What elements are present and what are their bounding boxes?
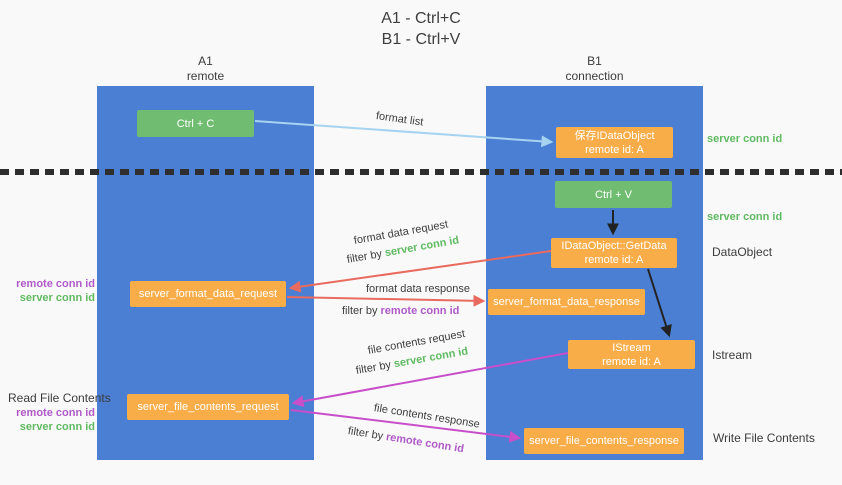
node-server-file-contents-request: server_file_contents_request (127, 394, 289, 420)
side-label-dataobject: DataObject (712, 245, 773, 259)
diagram-title: A1 - Ctrl+C B1 - Ctrl+V (0, 8, 842, 50)
node-ctrl-v-label: Ctrl + V (595, 188, 632, 201)
title-line-1: A1 - Ctrl+C (381, 10, 461, 27)
filter-by-text: filter by (347, 425, 387, 443)
left-label-file-server-conn-id: server conn id (19, 421, 95, 433)
side-label-istream: Istream (712, 348, 753, 362)
column-b1-id: B1 (587, 54, 602, 68)
title-line-2: B1 - Ctrl+V (381, 31, 461, 48)
node-save-dataobject-subtitle: remote id: A (585, 143, 644, 156)
node-istream-title: IStream (612, 341, 651, 354)
side-label-write-file-contents: Write File Contents (713, 431, 815, 445)
left-label-group-format: remote conn id server conn id (0, 277, 95, 305)
column-a1-id: A1 (198, 54, 213, 68)
left-label-format-server-conn-id: server conn id (19, 292, 95, 304)
node-getdata-subtitle: remote id: A (584, 254, 644, 266)
dashed-divider (0, 169, 842, 175)
filter-by-text: filter by (342, 305, 381, 317)
edge-label-format-data-response-filter: filter by remote conn id (342, 305, 459, 317)
filter-by-text: filter by (354, 358, 395, 377)
column-header-b1: B1 connection (486, 54, 703, 84)
node-server-format-data-request: server_format_data_request (130, 281, 286, 307)
column-b1-name: connection (565, 69, 624, 83)
node-save-dataobject: 保存IDataObject remote id: A (556, 127, 673, 158)
edge-label-file-contents-response-filter: filter by remote conn id (347, 425, 465, 455)
node-getdata-title: IDataObject::GetData (561, 240, 667, 252)
arrow-format-data-response (286, 294, 486, 307)
edge-label-file-contents-response: file contents response (373, 402, 481, 431)
filter-by-text: filter by (345, 247, 386, 266)
column-header-a1: A1 remote (97, 54, 314, 84)
node-ctrl-c-label: Ctrl + C (176, 117, 215, 130)
node-server-file-contents-request-label: server_file_contents_request (137, 401, 279, 413)
node-server-format-data-request-label: server_format_data_request (138, 288, 278, 300)
left-label-format-remote-conn-id: remote conn id (16, 278, 95, 290)
left-label-group-file: remote conn id server conn id (0, 406, 95, 434)
node-server-format-data-response: server_format_data_response (488, 289, 645, 315)
remote-conn-id-highlight: remote conn id (380, 305, 460, 317)
node-save-dataobject-title: 保存IDataObject (574, 129, 655, 142)
node-istream: IStream remote id: A (568, 340, 695, 369)
node-istream-subtitle: remote id: A (602, 355, 661, 368)
node-ctrl-v: Ctrl + V (555, 181, 672, 208)
side-label-server-conn-id-mid: server conn id (707, 211, 783, 223)
node-getdata: IDataObject::GetData remote id: A (551, 238, 677, 268)
edge-label-format-data-response: format data response (366, 283, 470, 295)
remote-conn-id-highlight: remote conn id (385, 431, 465, 456)
left-label-file-remote-conn-id: remote conn id (16, 407, 95, 419)
node-server-file-contents-response: server_file_contents_response (524, 428, 684, 454)
node-server-file-contents-response-label: server_file_contents_response (529, 435, 679, 447)
side-label-server-conn-id-top: server conn id (707, 133, 783, 145)
node-ctrl-c: Ctrl + C (137, 110, 254, 137)
column-a1-name: remote (186, 69, 225, 83)
edge-label-format-list: format list (375, 110, 425, 129)
side-label-read-file-contents: Read File Contents (8, 391, 111, 405)
node-server-format-data-response-label: server_format_data_response (493, 296, 640, 308)
